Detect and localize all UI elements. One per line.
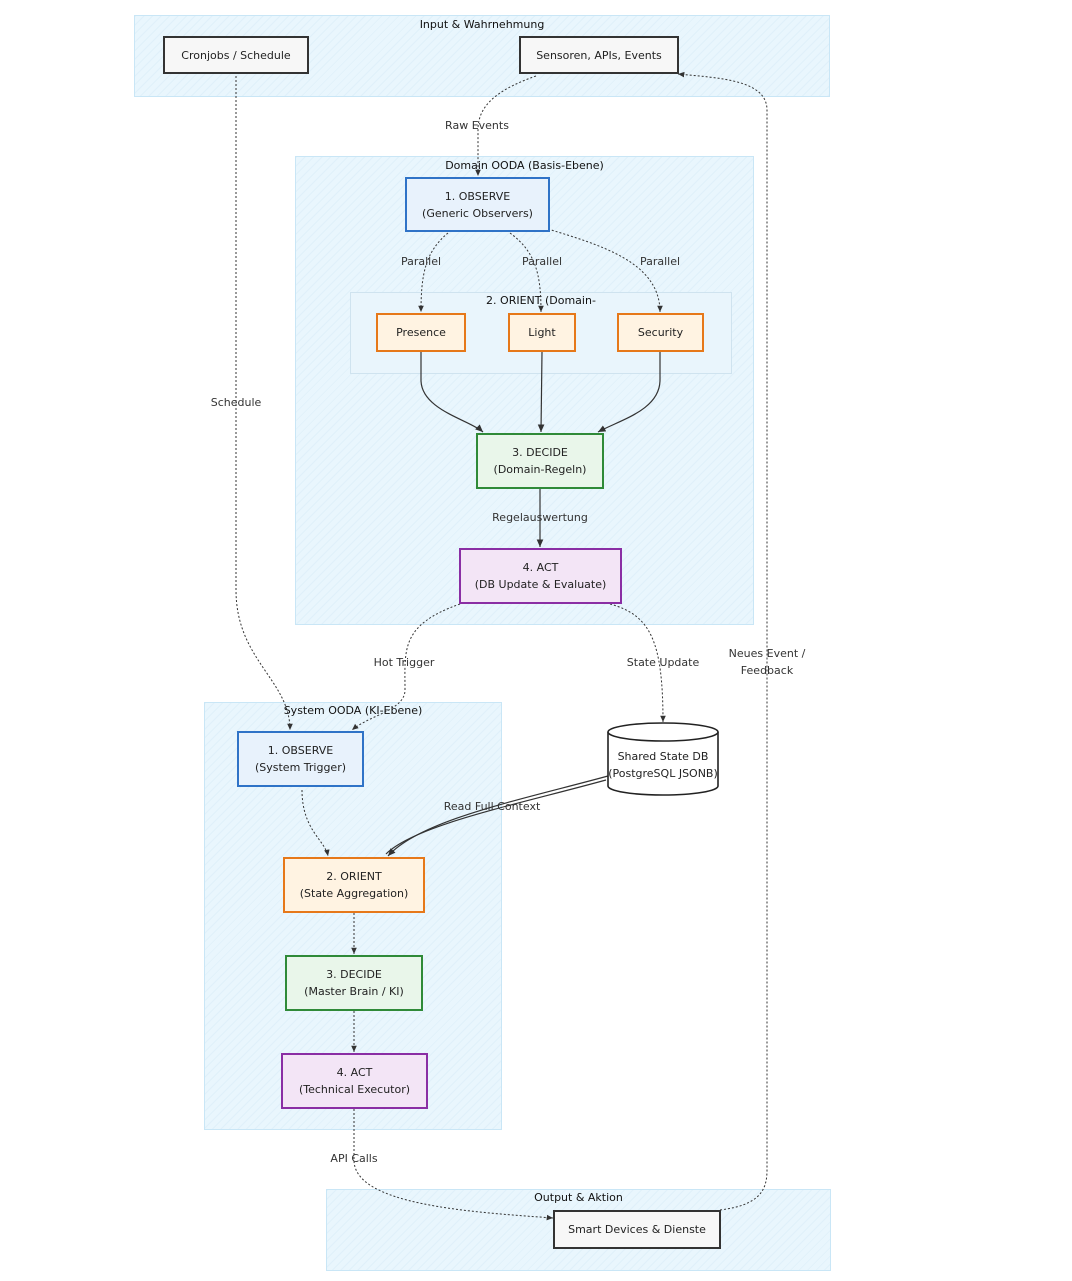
node-system-act: 4. ACT (Technical Executor) (281, 1053, 428, 1109)
node-db-line2: (PostgreSQL JSONB) (608, 767, 718, 780)
node-light-label: Light (528, 326, 556, 339)
label-raw-events: Raw Events (445, 119, 509, 132)
node-shared-state-db: Shared State DB (PostgreSQL JSONB) (608, 744, 718, 786)
label-regelauswertung: Regelauswertung (492, 511, 588, 524)
node-system-orient: 2. ORIENT (State Aggregation) (283, 857, 425, 913)
node-system-observe-line2: (System Trigger) (254, 761, 347, 774)
node-db-line1: Shared State DB (617, 750, 709, 763)
cluster-output-title: Output & Aktion (534, 1191, 623, 1204)
node-cronjobs-label: Cronjobs / Schedule (181, 48, 291, 62)
node-system-orient-line1: 2. ORIENT (326, 870, 382, 883)
node-domain-act-line1: 4. ACT (522, 561, 559, 574)
label-state-update: State Update (626, 656, 700, 669)
label-parallel-1: Parallel (400, 255, 442, 268)
label-feedback-line1: Neues Event / (728, 647, 806, 660)
cluster-input-title: Input & Wahrnehmung (419, 18, 545, 31)
node-system-decide: 3. DECIDE (Master Brain / KI) (285, 955, 423, 1011)
node-system-decide-line2: (Master Brain / KI) (304, 985, 404, 998)
node-domain-act-line2: (DB Update & Evaluate) (474, 578, 607, 591)
node-system-observe-line1: 1. OBSERVE (267, 744, 334, 757)
node-system-act-line1: 4. ACT (336, 1066, 373, 1079)
node-system-orient-line2: (State Aggregation) (299, 887, 409, 900)
node-domain-observe-line1: 1. OBSERVE (444, 189, 511, 203)
node-smart-devices-label: Smart Devices & Dienste (568, 1223, 706, 1236)
node-system-observe: 1. OBSERVE (System Trigger) (237, 731, 364, 787)
label-parallel-2: Parallel (521, 255, 563, 268)
node-sensoren-label: Sensoren, APIs, Events (536, 48, 662, 62)
label-read-full-context: Read Full Context (443, 800, 541, 813)
node-domain-decide: 3. DECIDE (Domain-Regeln) (476, 433, 604, 489)
label-feedback-line2: Feedback (740, 664, 794, 677)
node-security: Security (617, 313, 704, 352)
node-smart-devices: Smart Devices & Dienste (553, 1210, 721, 1249)
node-presence-label: Presence (396, 326, 446, 339)
node-domain-decide-line1: 3. DECIDE (512, 446, 568, 459)
node-system-decide-line1: 3. DECIDE (326, 968, 382, 981)
label-hot-trigger: Hot Trigger (373, 656, 435, 669)
node-system-act-line2: (Technical Executor) (298, 1083, 411, 1096)
node-sensoren: Sensoren, APIs, Events (519, 36, 679, 74)
node-light: Light (508, 313, 576, 352)
node-domain-observe-line2: (Generic Observers) (422, 206, 533, 220)
cluster-system-title: System OODA (KI-Ebene) (283, 704, 423, 717)
label-schedule: Schedule (210, 396, 262, 409)
label-api-calls: API Calls (330, 1152, 378, 1165)
node-domain-act: 4. ACT (DB Update & Evaluate) (459, 548, 622, 604)
node-security-label: Security (637, 326, 684, 339)
cluster-orient-title: 2. ORIENT (Domain- (486, 294, 596, 307)
node-presence: Presence (376, 313, 466, 352)
node-domain-observe: 1. OBSERVE (Generic Observers) (405, 177, 550, 232)
cluster-domain-title: Domain OODA (Basis-Ebene) (445, 159, 604, 172)
node-cronjobs: Cronjobs / Schedule (163, 36, 309, 74)
node-domain-decide-line2: (Domain-Regeln) (493, 463, 587, 476)
label-parallel-3: Parallel (639, 255, 681, 268)
